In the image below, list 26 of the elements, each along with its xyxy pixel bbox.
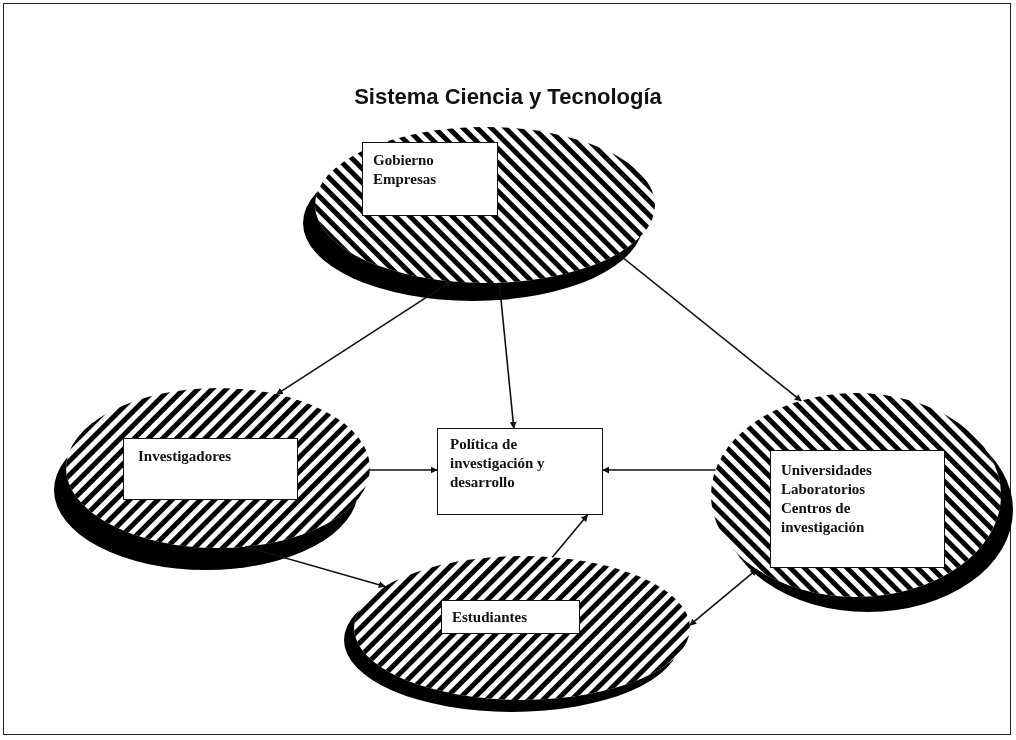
diagram-title: Sistema Ciencia y Tecnología	[353, 84, 663, 110]
arrow	[498, 281, 517, 429]
node-label: Empresas	[373, 170, 438, 189]
node-label: Política de investigación y desarrollo	[450, 435, 546, 492]
hatched-ellipse	[303, 127, 655, 301]
node-label: Universidades	[781, 461, 873, 480]
arrow	[551, 514, 589, 558]
hatched-ellipse	[711, 393, 1013, 612]
hatched-ellipse	[54, 388, 370, 570]
text-box	[362, 142, 498, 216]
node-label: Laboratorios	[781, 480, 867, 499]
text-box	[437, 428, 603, 515]
arrow	[369, 466, 438, 474]
hatched-ellipse	[344, 556, 690, 712]
node-label: Gobierno	[373, 151, 435, 170]
arrow	[602, 466, 717, 474]
arrow	[275, 280, 452, 396]
node-label: Centros de investigación	[781, 499, 866, 537]
arrow	[244, 544, 386, 589]
text-box	[123, 438, 298, 500]
arrow	[616, 252, 802, 402]
node-label: Investigadores	[138, 447, 233, 466]
node-label: Estudiantes	[452, 607, 529, 627]
text-box	[441, 600, 580, 634]
text-box	[770, 450, 945, 568]
arrow	[689, 568, 758, 626]
